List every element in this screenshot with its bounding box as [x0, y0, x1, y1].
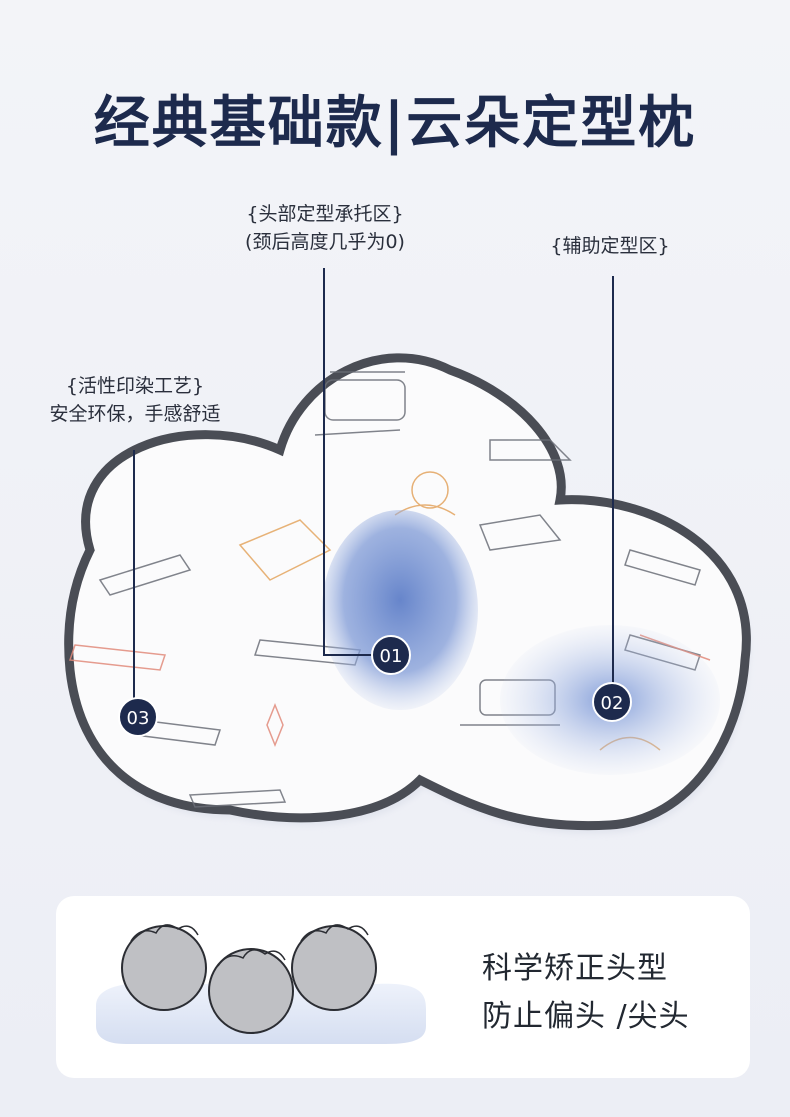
zone-01-leader — [323, 268, 325, 655]
zone-03-leader — [133, 450, 135, 700]
zone-02-title: {辅助定型区} — [550, 235, 670, 257]
zone-01-title: {头部定型承托区} — [246, 203, 404, 225]
zone-03-marker: 03 — [118, 697, 158, 737]
zone-01-subtitle: (颈后高度几乎为0) — [245, 231, 405, 253]
zone-02-marker: 02 — [592, 682, 632, 722]
zone-01-leader-h — [323, 654, 375, 656]
zone-02-label: {辅助定型区} — [520, 232, 700, 260]
feature-line-1: 科学矫正头型 — [482, 951, 668, 986]
zone-02-leader — [612, 276, 614, 686]
baby-heads-illustration — [96, 924, 426, 1044]
zone-01-marker: 01 — [371, 635, 411, 675]
zone-03-title: {活性印染工艺} — [65, 375, 205, 397]
feature-card: 科学矫正头型 防止偏头 /尖头 — [56, 896, 750, 1078]
zone-03-subtitle: 安全环保，手感舒适 — [49, 403, 221, 425]
zone-01-label: {头部定型承托区} (颈后高度几乎为0) — [215, 200, 435, 256]
page-title: 经典基础款|云朵定型枕 — [93, 91, 697, 156]
zone-03-label: {活性印染工艺} 安全环保，手感舒适 — [20, 372, 250, 428]
feature-line-2: 防止偏头 /尖头 — [482, 999, 690, 1034]
